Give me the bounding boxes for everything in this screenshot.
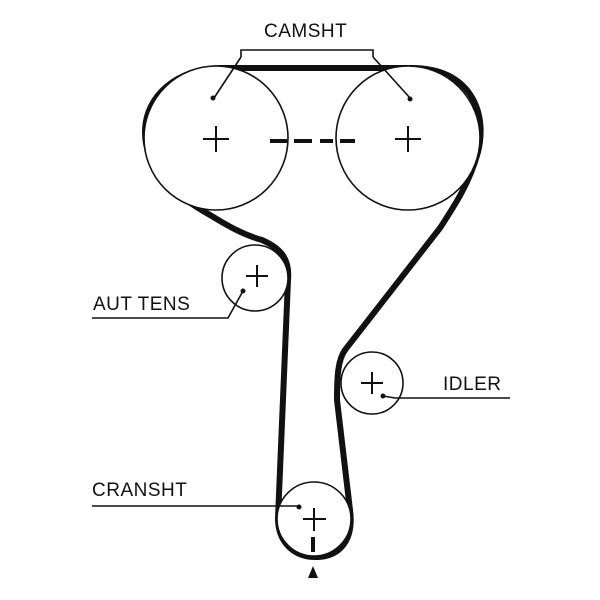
auto-tensioner-pulley (221, 244, 289, 312)
camshaft-leader-line (240, 49, 374, 57)
idler-label: IDLER (443, 374, 501, 395)
auto-tensioner-label: AUT TENS (93, 294, 190, 315)
auto-tensioner-leader-line (92, 290, 244, 319)
timing-mark-arrow (308, 566, 318, 578)
crankshaft-pulley (276, 481, 352, 557)
idler-pulley (340, 351, 404, 415)
crankshaft-label: CRANSHT (92, 480, 187, 501)
camshaft-label: CAMSHT (264, 21, 347, 42)
camshaft-pulley-right (335, 65, 481, 211)
idler-leader-line (382, 395, 510, 399)
camshaft-pulley-left (143, 65, 289, 211)
